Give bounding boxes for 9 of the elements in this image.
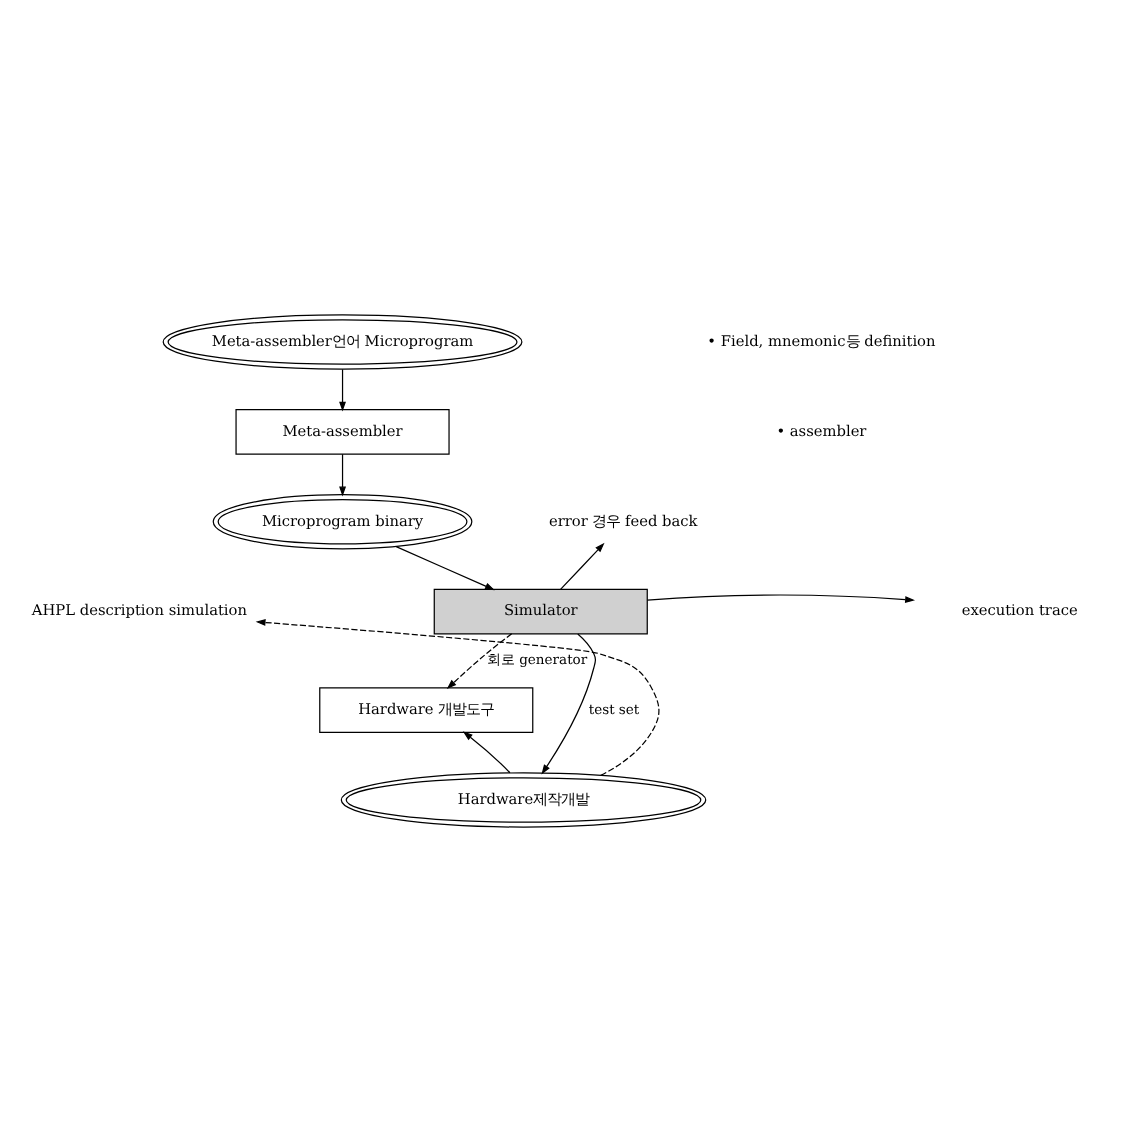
arrow: [559, 541, 605, 590]
arrow: [446, 632, 513, 689]
arrow: [462, 730, 511, 773]
arrow: [395, 545, 495, 590]
arrow: [339, 367, 346, 411]
arrow: [255, 618, 660, 775]
arrow: [339, 452, 346, 496]
arrow: [646, 593, 915, 602]
arrow: [541, 632, 597, 774]
